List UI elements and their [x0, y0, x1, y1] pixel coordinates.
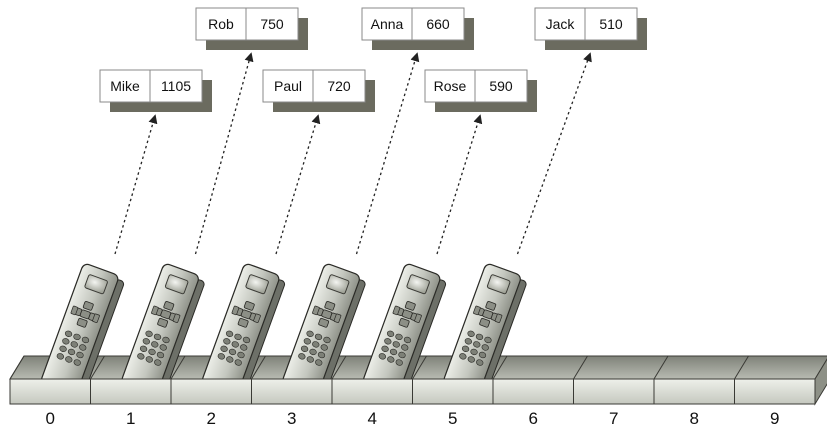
- device-screen: [486, 274, 511, 295]
- pointer-arrow: [194, 52, 254, 255]
- slot-divider: [492, 355, 508, 380]
- slot-divider: [573, 355, 588, 380]
- record-name: Jack: [546, 16, 576, 32]
- slot-3: [251, 378, 333, 405]
- slot-divider: [9, 355, 25, 380]
- record-box-mike: Mike 1105: [99, 69, 212, 112]
- slot-divider: [653, 355, 669, 380]
- slot-index-label: 4: [368, 409, 377, 428]
- pointer-arrow: [436, 114, 483, 255]
- slot-divider: [90, 355, 105, 380]
- slot-9: [734, 378, 816, 405]
- slot-index-label: 7: [609, 409, 618, 428]
- record-value: 510: [599, 16, 623, 32]
- slot-6: [492, 378, 574, 405]
- slot-divider: [170, 355, 186, 380]
- record-name: Mike: [110, 78, 140, 94]
- slot-index-label: 8: [690, 409, 699, 428]
- device-screen: [164, 274, 189, 295]
- slot-divider: [331, 355, 347, 380]
- slot-index-label: 5: [448, 409, 457, 428]
- slot-divider: [251, 355, 266, 380]
- record-name: Rose: [434, 78, 467, 94]
- slot-divider: [734, 355, 749, 380]
- slot-divider: [412, 355, 427, 380]
- remote-device-slot-1: [121, 263, 205, 400]
- device-screen: [245, 274, 269, 295]
- slot-index-label: 0: [46, 409, 55, 428]
- record-box-rob: Rob 750: [195, 7, 308, 50]
- record-box-paul: Paul 720: [262, 69, 375, 112]
- record-value: 720: [327, 78, 351, 94]
- remote-device-slot-3: [282, 263, 366, 400]
- record-value: 1105: [161, 78, 191, 94]
- record-value: 590: [489, 78, 513, 94]
- slot-index-label: 1: [126, 409, 135, 428]
- record-name: Anna: [371, 16, 404, 32]
- slot-7: [573, 378, 655, 405]
- record-name: Paul: [274, 78, 302, 94]
- record-value: 660: [426, 16, 450, 32]
- slot-2: [170, 378, 252, 405]
- array-tray-front: [9, 378, 816, 405]
- pointer-arrow: [516, 52, 592, 255]
- slot-index-label: 3: [287, 409, 296, 428]
- device-screen: [325, 274, 350, 295]
- slot-8: [653, 378, 735, 405]
- slot-4: [331, 378, 413, 405]
- pointer-arrow: [355, 52, 420, 255]
- remote-device-slot-2: [202, 263, 286, 400]
- record-box-rose: Rose 590: [424, 69, 537, 112]
- device-screen: [84, 274, 108, 295]
- slot-index-label: 6: [529, 409, 538, 428]
- device-screen: [406, 274, 430, 295]
- record-value: 750: [260, 16, 284, 32]
- pointer-arrows: [114, 52, 592, 255]
- slot-index-labels: 0 1 2 3 4 5 6 7 8 9: [46, 409, 780, 428]
- record-name: Rob: [208, 16, 234, 32]
- slot-1: [90, 378, 172, 405]
- slot-index-label: 9: [770, 409, 779, 428]
- remote-devices: [41, 263, 527, 400]
- remote-device-slot-0: [41, 263, 125, 400]
- slot-index-label: 2: [207, 409, 216, 428]
- slot-5: [412, 378, 494, 405]
- record-box-anna: Anna 660: [361, 7, 474, 50]
- remote-device-slot-4: [363, 263, 447, 400]
- record-box-jack: Jack 510: [534, 7, 647, 50]
- pointer-arrow: [275, 114, 321, 255]
- pointer-arrow: [114, 114, 158, 255]
- slot-0: [9, 378, 91, 405]
